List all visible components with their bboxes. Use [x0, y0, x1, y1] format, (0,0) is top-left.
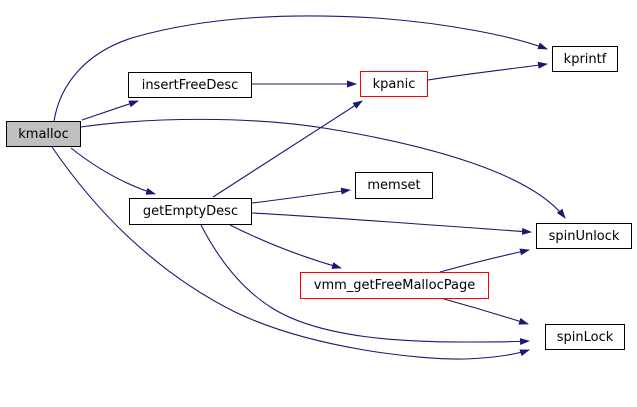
edge-kmalloc-to-insertFreeDesc — [81, 100, 139, 121]
edge-getEmptyDesc-to-memset — [251, 187, 351, 204]
node-getEmptyDesc[interactable]: getEmptyDesc — [129, 198, 252, 225]
node-spinLock[interactable]: spinLock — [545, 324, 625, 350]
node-kpanic[interactable]: kpanic — [360, 71, 428, 97]
edge-getEmptyDesc-to-spinUnlock — [251, 212, 532, 235]
node-kmalloc: kmalloc — [6, 121, 81, 147]
node-label: spinLock — [556, 329, 614, 345]
edge-getEmptyDesc-to-vmm_getFreeMallocPage — [229, 224, 342, 269]
edge-kpanic-to-kprintf — [427, 61, 548, 81]
edge-kmalloc-to-kprintf — [53, 15, 548, 122]
edge-vmm_getFreeMallocPage-to-spinLock — [443, 298, 529, 325]
node-label: spinUnlock — [548, 228, 620, 244]
edge-kmalloc-to-spinLock — [51, 146, 530, 360]
edge-kmalloc-to-spinUnlock — [80, 118, 566, 219]
edge-kmalloc-to-getEmptyDesc — [70, 147, 156, 195]
edge-vmm_getFreeMallocPage-to-spinUnlock — [439, 248, 530, 273]
node-label: getEmptyDesc — [142, 204, 239, 219]
node-spinUnlock[interactable]: spinUnlock — [536, 223, 632, 249]
node-vmm_getFreeMallocPage[interactable]: vmm_getFreeMallocPage — [300, 272, 489, 299]
edge-getEmptyDesc-to-spinLock — [200, 224, 530, 346]
node-label: memset — [367, 178, 421, 193]
node-insertFreeDesc[interactable]: insertFreeDesc — [128, 72, 252, 98]
node-label: kpanic — [372, 76, 416, 92]
node-label: kmalloc — [18, 126, 69, 142]
node-kprintf[interactable]: kprintf — [552, 46, 618, 72]
node-label: kprintf — [563, 51, 607, 67]
node-label: vmm_getFreeMallocPage — [313, 278, 476, 293]
node-memset[interactable]: memset — [355, 172, 433, 199]
node-label: insertFreeDesc — [141, 77, 239, 93]
edge-getEmptyDesc-to-kpanic — [212, 100, 363, 198]
